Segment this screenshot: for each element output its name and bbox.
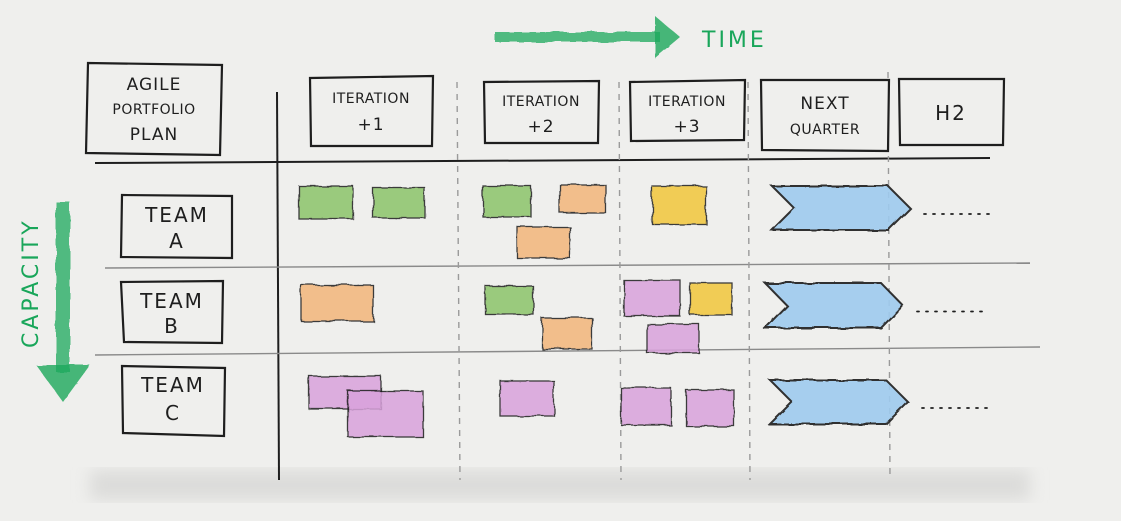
work-item-green <box>372 187 426 219</box>
svg-text:+2: +2 <box>527 117 554 137</box>
svg-text:TEAM: TEAM <box>140 373 205 397</box>
epic-chevron <box>767 379 910 425</box>
work-items <box>298 184 735 438</box>
row-header-team-a: TEAM A <box>119 193 234 260</box>
column-header-1: ITERATION +1 <box>308 74 435 148</box>
svg-text:TEAM: TEAM <box>144 203 209 227</box>
column-header-3: ITERATION +3 <box>628 78 747 143</box>
row-header-team-c: TEAM C <box>120 364 227 438</box>
column-header-4: NEXT QUARTER <box>759 78 891 153</box>
svg-text:ITERATION: ITERATION <box>502 94 580 110</box>
column-divider-3 <box>747 81 751 481</box>
epic-chevron <box>769 185 912 231</box>
svg-text:NEXT: NEXT <box>800 94 849 114</box>
work-item-yellow <box>651 185 707 225</box>
svg-text:ITERATION: ITERATION <box>332 91 410 107</box>
epic-chevron <box>762 282 905 329</box>
header-divider-horizontal <box>94 157 991 164</box>
work-item-purple <box>499 380 555 417</box>
column-divider-1 <box>456 81 461 481</box>
work-item-purple <box>623 279 681 317</box>
row-header-team-b: TEAM B <box>119 279 225 345</box>
svg-text:TEAM: TEAM <box>139 289 204 313</box>
work-item-green <box>482 185 532 218</box>
work-item-green <box>298 185 354 220</box>
work-item-orange <box>300 284 374 322</box>
capacity-label: CAPACITY <box>19 218 44 348</box>
svg-text:+1: +1 <box>357 115 384 135</box>
svg-text:+3: +3 <box>673 117 700 137</box>
work-item-purple <box>347 390 424 438</box>
column-header-2: ITERATION +2 <box>482 79 601 145</box>
work-item-orange <box>541 317 593 350</box>
corner-line-3: PLAN <box>130 125 178 145</box>
time-arrow: TIME <box>495 16 767 58</box>
svg-text:B: B <box>164 314 180 338</box>
row-divider-bc <box>94 346 1041 356</box>
corner-box: AGILE PORTFOLIO PLAN <box>84 61 224 157</box>
svg-text:C: C <box>165 401 181 425</box>
header-divider-vertical <box>276 91 280 481</box>
next-quarter-epics <box>762 185 991 425</box>
column-header-5: H2 <box>897 77 1006 147</box>
svg-text:QUARTER: QUARTER <box>790 122 860 138</box>
time-label: TIME <box>701 28 767 53</box>
paper-shadow <box>90 470 1030 500</box>
work-item-yellow <box>689 282 733 316</box>
work-item-orange <box>516 226 571 259</box>
svg-text:A: A <box>169 229 185 253</box>
capacity-arrow: CAPACITY <box>19 202 90 402</box>
work-item-purple <box>685 389 735 427</box>
row-divider-ab <box>104 262 1031 269</box>
work-item-green <box>484 285 534 315</box>
corner-line-2: PORTFOLIO <box>112 102 195 118</box>
svg-text:ITERATION: ITERATION <box>648 94 726 110</box>
work-item-orange <box>559 184 607 214</box>
svg-text:H2: H2 <box>935 101 967 125</box>
corner-line-1: AGILE <box>127 75 182 95</box>
work-item-purple <box>646 323 700 354</box>
work-item-purple <box>620 387 672 426</box>
